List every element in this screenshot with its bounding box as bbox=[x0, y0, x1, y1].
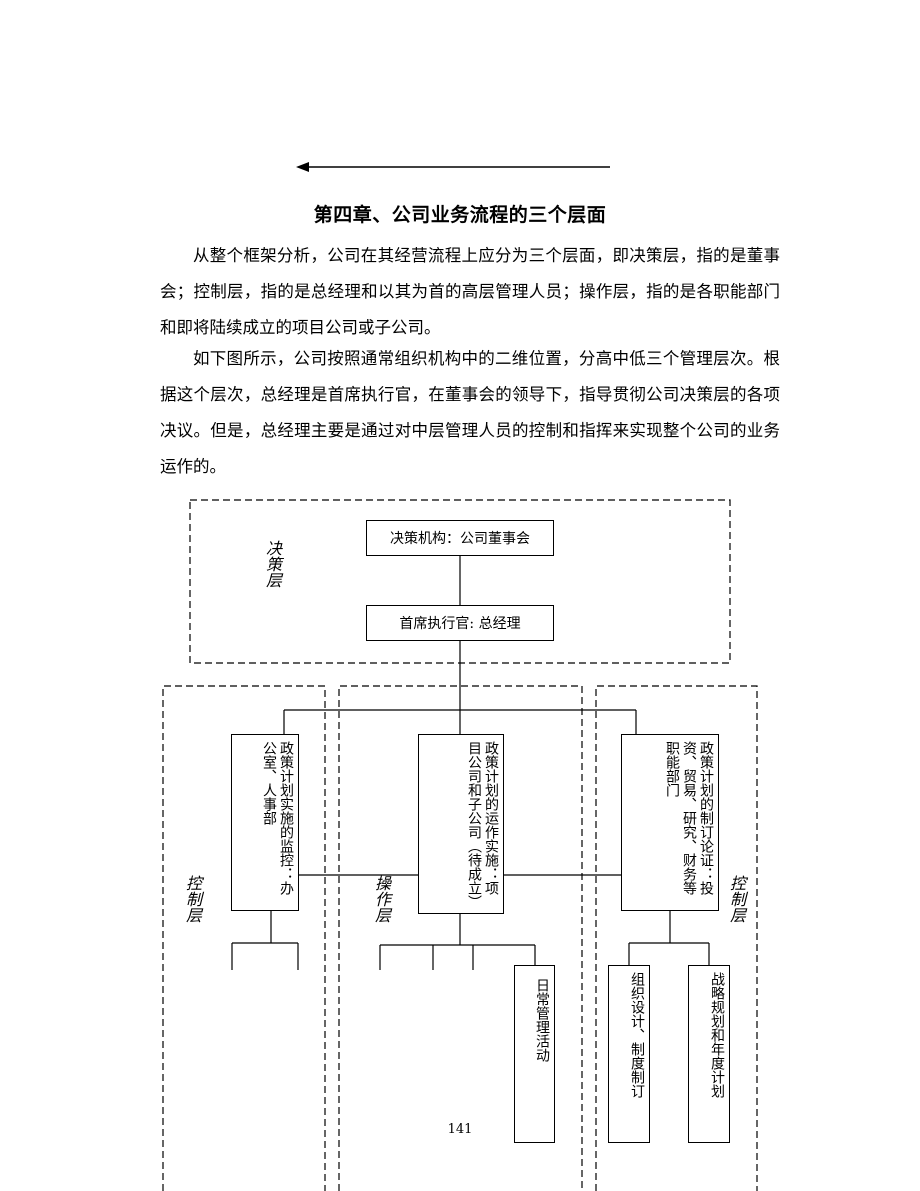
functional-box: 政策计划的制订论证：投资、贸易、研究、财务等职能部门 bbox=[621, 734, 719, 911]
decision-layer-label: 决策层 bbox=[263, 540, 282, 588]
paragraph-1: 从整个框架分析，公司在其经营流程上应分为三个层面，即决策层，指的是董事会；控制层… bbox=[160, 246, 780, 337]
chapter-heading: 第四章、公司业务流程的三个层面 bbox=[313, 204, 607, 226]
paragraph-2: 如下图所示，公司按照通常组织机构中的二维位置，分高中低三个管理层次。根据这个层次… bbox=[160, 349, 780, 476]
operation-layer-label: 操作层 bbox=[372, 875, 391, 923]
diagram-lines bbox=[162, 499, 758, 1191]
projects-box: 政策计划的运作实施：项目公司和子公司（待成立） bbox=[418, 734, 504, 914]
page-number: 141 bbox=[447, 1122, 473, 1137]
office-box: 政策计划实施的监控：办公室、人事部 bbox=[231, 734, 299, 911]
org-structure-diagram: 决策层 控制层 操作层 控制层 决策机构：公司董事会 首席执行官: 总经理 政策… bbox=[0, 490, 920, 1191]
control-layer-left-frame bbox=[162, 685, 326, 1191]
control-layer-right-frame bbox=[595, 685, 758, 1191]
board-box: 决策机构：公司董事会 bbox=[366, 520, 554, 556]
ceo-box: 首席执行官: 总经理 bbox=[366, 605, 554, 641]
control-layer-right-label: 控制层 bbox=[727, 875, 746, 923]
strategy-box: 战略规划和年度计划 bbox=[688, 965, 730, 1143]
arrow-rule-icon bbox=[296, 162, 610, 172]
control-layer-left-label: 控制层 bbox=[183, 875, 202, 923]
daily-management-box: 日常管理活动 bbox=[514, 965, 555, 1143]
org-design-box: 组织设计、制度制订 bbox=[608, 965, 650, 1143]
